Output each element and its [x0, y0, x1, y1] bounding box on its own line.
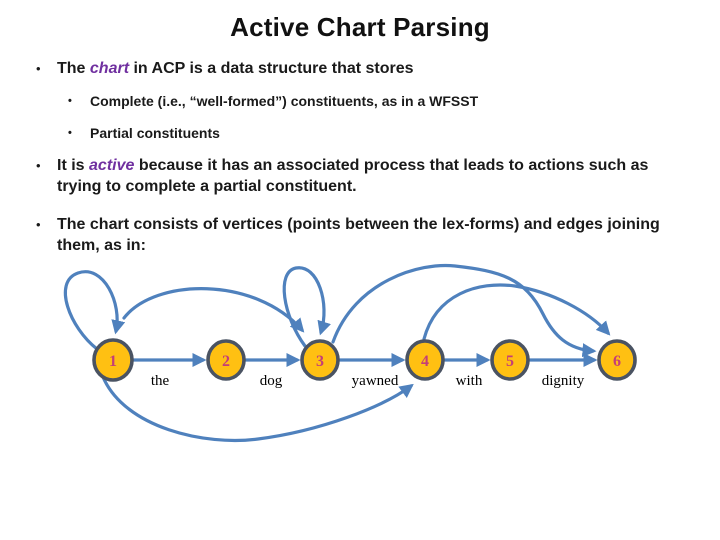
word-label-dog: dog — [260, 373, 283, 389]
word-label-the: the — [151, 373, 170, 389]
vertex-number: 2 — [222, 353, 230, 370]
word-labels: the dog yawned with dignity — [151, 373, 585, 389]
page-title: Active Chart Parsing — [230, 12, 490, 42]
bullet-chart-definition: • The chart in ACP is a data structure t… — [36, 58, 684, 79]
vertex-3: 3 — [300, 339, 340, 381]
bullet-icon: • — [36, 158, 41, 173]
edge-3-6-arc — [331, 263, 597, 358]
vertex-1: 1 — [92, 338, 134, 382]
vertex-number: 6 — [613, 353, 621, 370]
bullet-text: The chart consists of vertices (points b… — [57, 214, 688, 256]
vertex-number: 4 — [421, 353, 429, 370]
subbullet-partial-constituents: • Partial constituents — [68, 124, 668, 142]
bullet-icon: • — [68, 95, 72, 107]
chart-parsing-diagram: 1 2 3 4 5 6 the — [63, 263, 637, 443]
subbullet-complete-constituents: • Complete (i.e., “well-formed”) constit… — [68, 92, 668, 110]
edge-3-3-loop — [282, 266, 331, 348]
bullet-text-em: chart — [89, 60, 130, 77]
vertex-circle — [405, 339, 445, 381]
edge-1-4-arc — [101, 375, 414, 443]
vertex-6: 6 — [597, 339, 637, 381]
edge-4-6-arc — [422, 283, 611, 341]
bullet-text-em: active — [89, 157, 135, 174]
bullet-text-pre: It is — [57, 157, 90, 174]
vertex-number: 1 — [109, 353, 117, 370]
edge-1-3-arc — [122, 287, 305, 333]
vertex-circle — [300, 339, 340, 381]
vertex-circle — [92, 338, 134, 382]
subbullet-text: Partial constituents — [90, 125, 220, 141]
vertex-circle — [206, 339, 246, 381]
subbullet-text: Complete (i.e., “well-formed”) constitue… — [90, 93, 479, 109]
word-label-with: with — [456, 373, 483, 389]
bullet-text-post: in ACP is a data structure that stores — [129, 60, 414, 77]
vertices: 1 2 3 4 5 6 — [92, 338, 637, 382]
vertex-2: 2 — [206, 339, 246, 381]
bullet-text: It is active because it has an associate… — [57, 155, 676, 197]
bullet-text-pre: The chart consists of vertices (points b… — [57, 216, 660, 254]
bullet-text-post: because it has an associated process tha… — [57, 157, 649, 195]
edge-1-1-loop — [63, 270, 126, 351]
vertex-circle — [490, 339, 530, 381]
word-label-yawned: yawned — [352, 373, 399, 389]
bullet-icon: • — [36, 61, 41, 76]
bullet-chart-vertices: • The chart consists of vertices (points… — [36, 214, 688, 256]
bullet-text: The chart in ACP is a data structure tha… — [57, 58, 414, 79]
bullet-icon: • — [68, 127, 72, 139]
vertex-4: 4 — [405, 339, 445, 381]
vertex-5: 5 — [490, 339, 530, 381]
word-label-dignity: dignity — [542, 373, 585, 389]
vertex-circle — [597, 339, 637, 381]
vertex-number: 3 — [316, 353, 324, 370]
vertex-number: 5 — [506, 353, 514, 370]
bullet-text-pre: The — [57, 60, 90, 77]
bullet-active-definition: • It is active because it has an associa… — [36, 155, 676, 197]
bullet-icon: • — [36, 217, 41, 232]
